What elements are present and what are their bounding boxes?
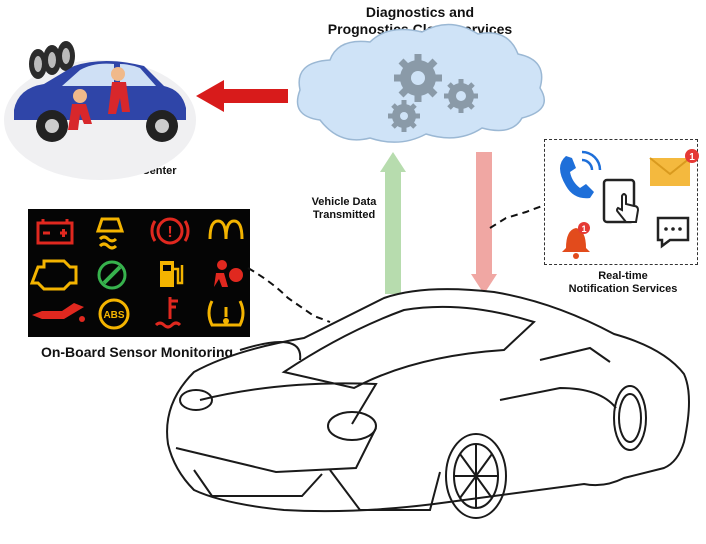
notification-services-label: Real-time Notification Services xyxy=(568,270,678,296)
oil-pressure-icon xyxy=(32,303,85,322)
gear-icon xyxy=(444,79,478,113)
data-download-arrow xyxy=(471,152,497,294)
badge-count: 1 xyxy=(689,152,695,163)
battery-icon xyxy=(36,219,74,245)
traction-control-icon xyxy=(95,217,125,250)
coolant-temperature-icon xyxy=(154,297,182,329)
sensor-connector xyxy=(247,267,331,323)
glow-plug-icon xyxy=(208,219,244,240)
notification-connector xyxy=(489,205,543,229)
repair-center-illustration xyxy=(4,41,196,180)
data-upload-arrow xyxy=(380,152,406,294)
notification-badge xyxy=(685,149,699,163)
notification-services-box xyxy=(544,139,698,265)
warning-lights: ! ABS xyxy=(29,217,245,330)
badge-count: 1 xyxy=(581,224,586,234)
sensor-monitoring-label: On-Board Sensor Monitoring xyxy=(40,344,234,360)
service-arrow xyxy=(196,80,288,112)
fuel-icon xyxy=(160,261,184,287)
svg-text:!: ! xyxy=(167,224,172,241)
gear-icon xyxy=(394,54,442,102)
abs-text: ABS xyxy=(103,310,124,321)
mechanic-icon xyxy=(68,89,92,130)
dashboard-warning-panel: ! ABS xyxy=(28,209,250,337)
sports-car-illustration xyxy=(166,288,690,519)
car-icon xyxy=(14,61,186,142)
tire-pressure-icon xyxy=(207,300,245,327)
mail-icon: 1 xyxy=(649,149,699,186)
tire-stack-icon xyxy=(29,41,75,79)
abs-warning-icon: ABS xyxy=(98,298,130,330)
bell-icon: 1 xyxy=(562,222,590,259)
tablet-icon xyxy=(602,178,640,224)
phone-icon xyxy=(560,150,602,199)
chat-icon xyxy=(656,216,690,249)
steering-fault-icon xyxy=(97,260,127,290)
brake-warning-icon: ! xyxy=(150,217,190,245)
mechanic-icon xyxy=(108,67,130,114)
vehicle-data-label: Vehicle Data Transmitted xyxy=(311,196,377,222)
airbag-icon xyxy=(214,260,243,287)
gear-icon xyxy=(388,100,420,132)
check-engine-icon xyxy=(29,259,78,291)
